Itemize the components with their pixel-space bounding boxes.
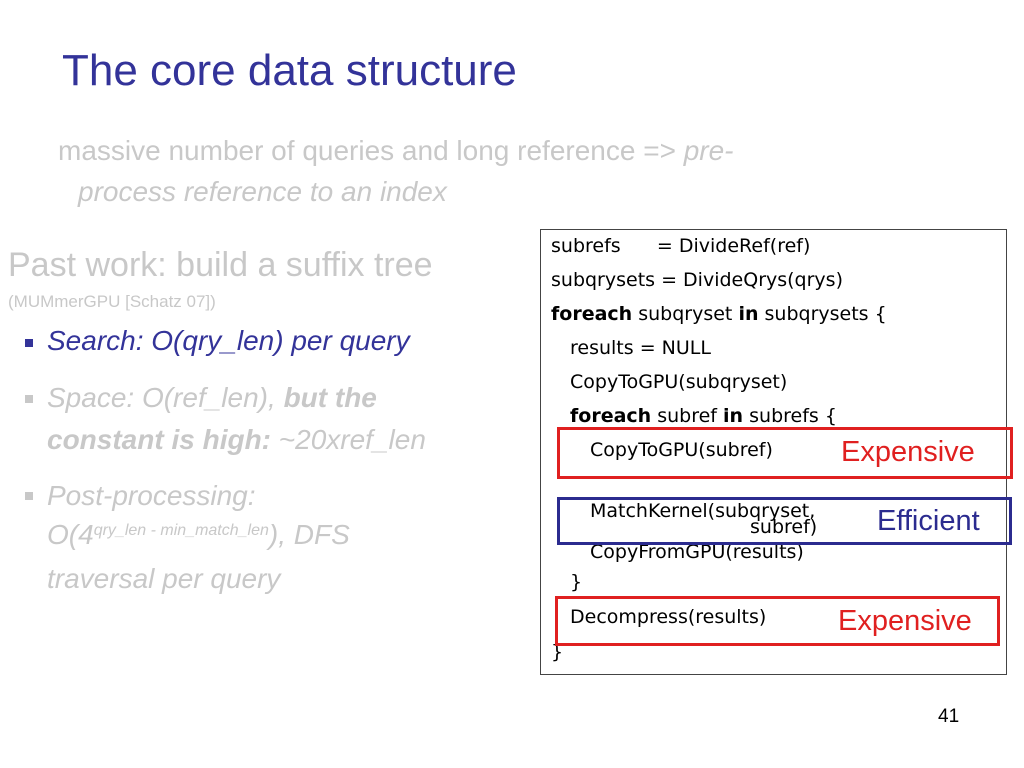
postproc-pre: O(4 [47, 519, 94, 550]
intro-line-1: massive number of queries and long refer… [58, 135, 734, 167]
space-text: Space: O(ref_len), [47, 382, 284, 413]
past-work-heading: Past work: build a suffix tree [8, 246, 433, 284]
postproc-exponent: qry_len - min_match_len [93, 522, 269, 539]
space-bold: but the [283, 382, 377, 413]
expensive-highlight-box-2 [555, 596, 1000, 646]
expensive-label-2: Expensive [838, 605, 972, 638]
bullet-space-line-1: Space: O(ref_len), but the [47, 382, 377, 414]
code-line-5: CopyToGPU(subqryset) [570, 371, 788, 393]
code-line-2: subqrysets = DivideQrys(qrys) [551, 269, 843, 291]
keyword-in: in [723, 405, 744, 427]
code-text: subref [651, 405, 724, 427]
keyword-foreach: foreach [570, 405, 652, 427]
keyword-in: in [738, 303, 759, 325]
bullet-square-icon [25, 492, 33, 500]
bullet-square-icon [25, 395, 33, 403]
code-line-10: CopyFromGPU(results) [590, 541, 804, 563]
code-line-8: MatchKernel(subqryset, [590, 500, 816, 522]
code-line-12: Decompress(results) [570, 606, 767, 628]
code-line-7: CopyToGPU(subref) [590, 439, 773, 461]
code-line-6: foreach subref in subrefs { [570, 405, 837, 427]
code-text: subqryset [632, 303, 739, 325]
bullet-postproc-line-3: traversal per query [47, 563, 281, 594]
expensive-label: Expensive [841, 436, 975, 469]
bullet-space-line-2: constant is high: ~20xref_len [47, 424, 426, 456]
page-number: 41 [938, 706, 960, 727]
bullet-square-icon [25, 339, 33, 347]
space-bold-2: constant is high: [47, 424, 271, 455]
keyword-foreach: foreach [551, 303, 633, 325]
intro-emphasis: pre- [683, 135, 734, 166]
bullet-search: Search: O(qry_len) per query [47, 325, 410, 356]
expensive-highlight-box [557, 427, 1013, 479]
slide-title: The core data structure [62, 46, 517, 95]
postproc-post: ), DFS [268, 519, 350, 550]
bullet-postproc-line-1: Post-processing: [47, 480, 256, 511]
intro-line-2: process reference to an index [78, 176, 447, 207]
efficient-label: Efficient [877, 505, 980, 538]
code-line-4: results = NULL [570, 337, 711, 359]
intro-text: massive number of queries and long refer… [58, 135, 684, 166]
code-line-9: subref) [750, 516, 818, 538]
efficient-highlight-box [557, 497, 1012, 545]
code-text: subrefs { [743, 405, 837, 427]
space-value: ~20xref_len [271, 424, 426, 455]
code-text: subqrysets { [758, 303, 887, 325]
code-line-11: } [570, 571, 583, 593]
pseudocode-box [540, 229, 1007, 675]
code-line-13: } [551, 641, 564, 663]
code-line-1: subrefs = DivideRef(ref) [551, 235, 811, 257]
code-line-3: foreach subqryset in subqrysets { [551, 303, 887, 325]
past-work-citation: (MUMmerGPU [Schatz 07]) [8, 292, 216, 311]
bullet-postproc-line-2: O(4qry_len - min_match_len), DFS [47, 519, 350, 551]
